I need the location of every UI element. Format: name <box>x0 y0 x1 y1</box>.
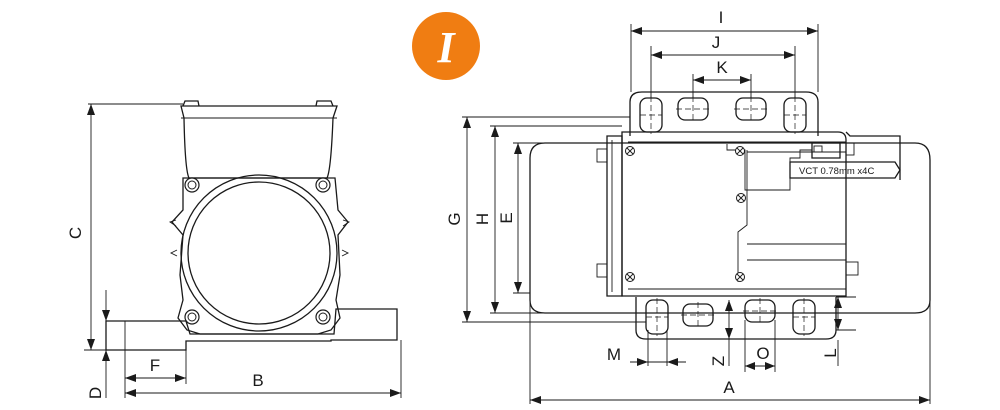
side-dimensions: I J K G H E <box>445 8 931 404</box>
dim-label-a: A <box>723 378 735 397</box>
bolt-icon <box>315 177 331 193</box>
cable-spec-note: VCT 0.78mm x4C <box>799 166 874 177</box>
dim-label-k: K <box>716 58 728 77</box>
motor-housing-inner <box>187 181 331 325</box>
cable <box>789 161 901 179</box>
bolt-icon <box>184 177 200 193</box>
dim-label-h: H <box>473 213 492 225</box>
dim-label-i: I <box>719 8 724 27</box>
mounting-foot <box>105 308 398 351</box>
dim-label-j: J <box>712 33 721 52</box>
dim-label-l: L <box>821 348 840 357</box>
terminal-box <box>180 105 338 179</box>
front-dimensions: C D F B <box>66 103 402 399</box>
top-mount-plate <box>629 91 819 136</box>
screw-icon <box>735 146 745 156</box>
bottom-mount-plate <box>635 297 837 340</box>
screw-icon <box>625 146 635 156</box>
dim-label-m: M <box>607 345 621 364</box>
screw-icon <box>736 193 746 203</box>
dim-label-b: B <box>252 371 263 390</box>
dim-label-z: Z <box>709 356 728 366</box>
dim-label-g: G <box>445 212 464 225</box>
motor-housing-ring <box>180 174 338 332</box>
series-badge: I <box>412 12 480 80</box>
dim-label-f: F <box>150 356 160 375</box>
bolt-icon <box>184 309 200 325</box>
badge-circle <box>412 12 480 80</box>
dim-label-e: E <box>497 212 516 223</box>
dim-label-o: O <box>756 344 769 363</box>
front-view <box>105 100 398 351</box>
end-cap <box>606 135 623 297</box>
dim-label-c: C <box>66 227 85 239</box>
dim-label-d: D <box>86 387 105 399</box>
screw-icon <box>735 272 745 282</box>
screw-icon <box>625 272 635 282</box>
bolt-icon <box>315 309 331 325</box>
side-view: VCT 0.78mm x4C <box>529 91 931 340</box>
motor-body-side <box>529 142 931 314</box>
badge-label: I <box>436 23 456 72</box>
